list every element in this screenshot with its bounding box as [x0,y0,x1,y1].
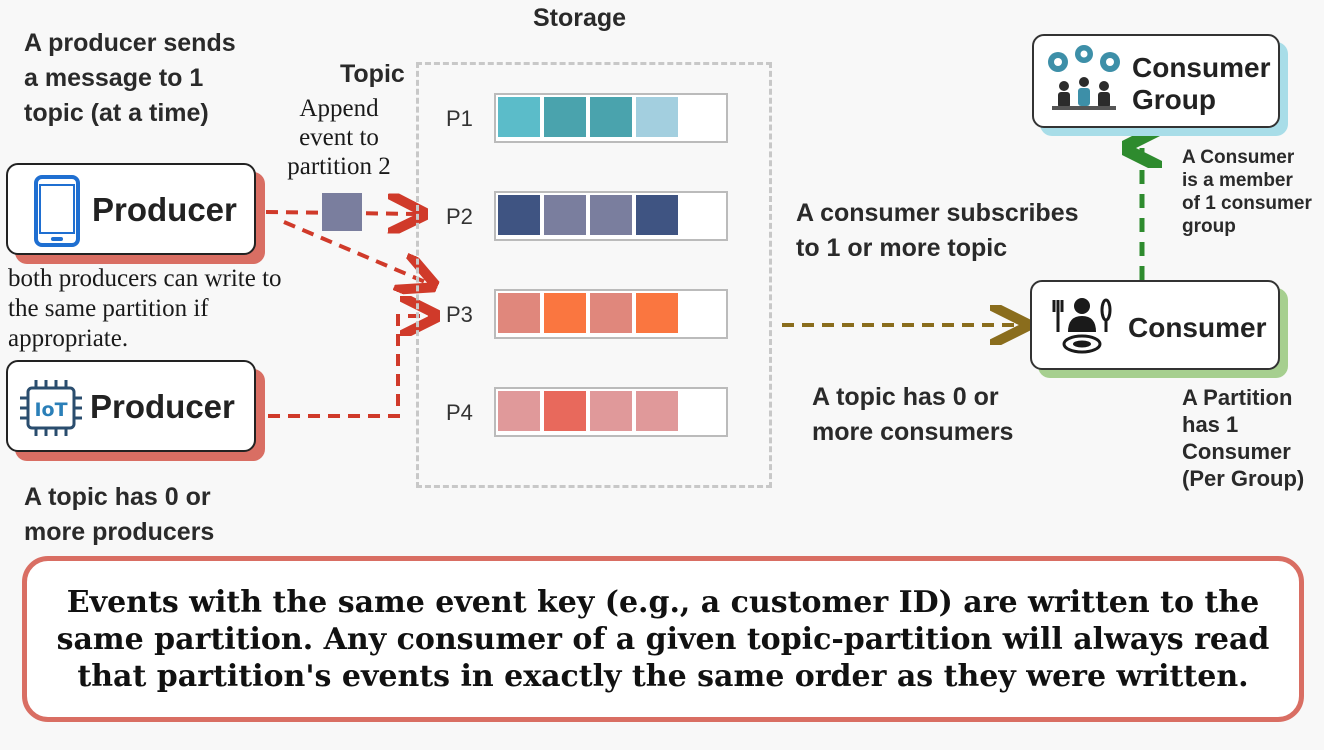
partition-p4[interactable] [494,387,728,437]
event-cell [590,195,632,235]
producer-mobile-box[interactable]: Producer [6,163,256,255]
empty-slot [682,97,724,137]
partition-label-p2: P2 [446,204,473,229]
event-cell [590,391,632,431]
mobile-phone-icon [32,175,82,252]
empty-slot [682,391,724,431]
arrow-producer2-p3 [268,316,432,418]
partition-label-p3: P3 [446,302,473,327]
producer-iot-box[interactable]: IoT Producer [6,360,256,452]
write-same-partition-note: both producers can write to the same par… [8,265,282,352]
storage-title: Storage [533,4,627,32]
producer-label: Producer [90,388,235,425]
consumer-subscribes-note: A consumer subscribes to 1 or more topic [796,199,1079,262]
event-cell [498,293,540,333]
arrow-producer1-p2 [265,212,420,214]
event-cell [498,391,540,431]
event-cell [636,293,678,333]
append-event-note: Append event to partition 2 [287,95,391,180]
member-note: A Consumer is a member of 1 consumer gro… [1182,147,1312,237]
event-cell [636,97,678,137]
partition-consumer-note: A Partition has 1 Consumer (Per Group) [1182,385,1305,491]
producer-sends-note: A producer sends a message to 1 topic (a… [24,29,236,127]
team-gears-icon [1044,42,1124,127]
event-cell [544,293,586,333]
event-cell [636,195,678,235]
appended-event-block [322,193,362,231]
event-cell [544,391,586,431]
empty-slot [682,293,724,333]
consumers-count-note: A topic has 0 or more consumers [812,383,1014,446]
event-cell [544,195,586,235]
event-cell [498,97,540,137]
empty-slot [682,195,724,235]
diner-icon [1052,292,1112,365]
event-cell [544,97,586,137]
svg-text:IoT: IoT [34,399,67,421]
arrow-producer1-p3 [283,220,430,284]
event-key-note-box: Events with the same event key (e.g., a … [22,556,1304,722]
event-key-note-text: Events with the same event key (e.g., a … [56,584,1270,694]
partition-p3[interactable] [494,289,728,339]
consumer-box[interactable]: Consumer [1030,280,1280,370]
event-cell [590,293,632,333]
event-cell [590,97,632,137]
consumer-label: Consumer [1128,312,1267,343]
consumer-group-label: Consumer Group [1132,52,1271,115]
storage-boundary [416,62,772,488]
partition-p1[interactable] [494,93,728,143]
partition-label-p1: P1 [446,106,473,131]
consumer-group-box[interactable]: Consumer Group [1032,34,1280,128]
iot-chip-icon: IoT [18,378,86,443]
partition-p2[interactable] [494,191,728,241]
event-cell [636,391,678,431]
producers-count-note: A topic has 0 or more producers [24,483,215,546]
event-cell [498,195,540,235]
topic-label: Topic [340,60,405,88]
producer-label: Producer [92,191,237,228]
partition-label-p4: P4 [446,400,473,425]
